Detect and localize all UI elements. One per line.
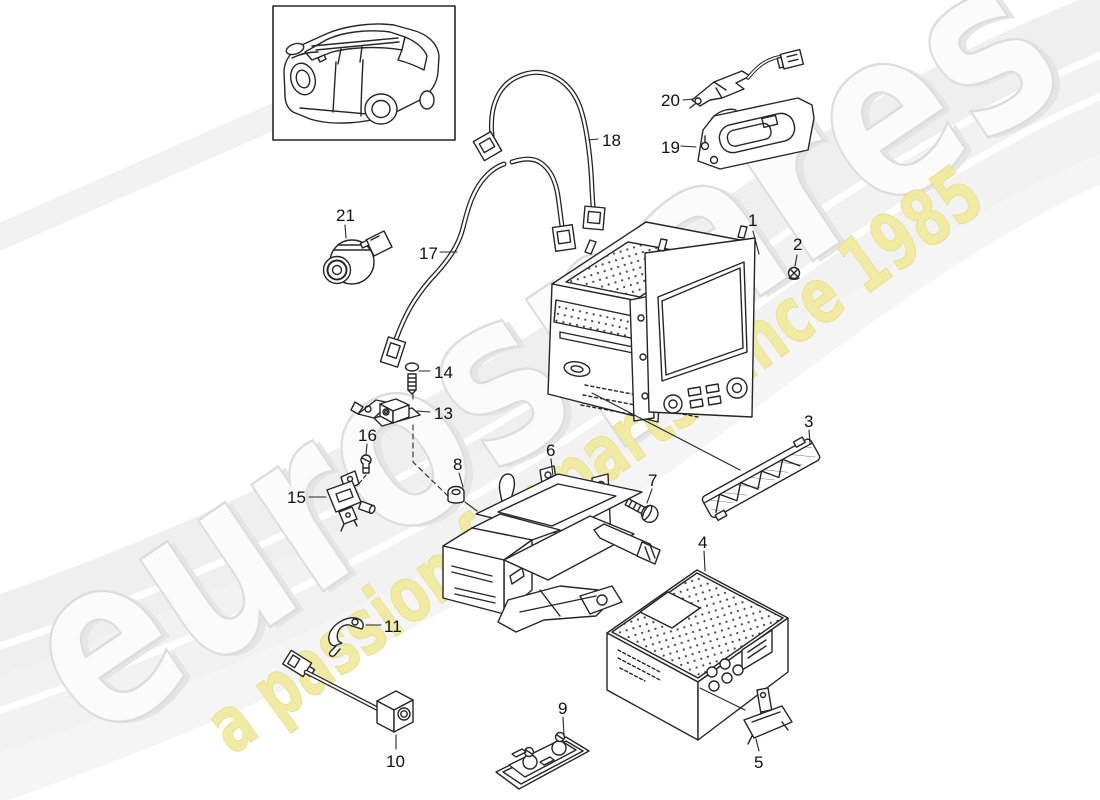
part-bracket-20	[689, 48, 805, 109]
part-camera-cable-10	[282, 649, 414, 733]
part-label-2[interactable]: 2	[793, 235, 802, 254]
part-label-4[interactable]: 4	[698, 533, 707, 552]
part-label-20[interactable]: 20	[661, 91, 680, 110]
part-label-15[interactable]: 15	[287, 488, 306, 507]
part-label-7[interactable]: 7	[648, 471, 657, 490]
diagram-layer	[272, 5, 821, 790]
part-label-21[interactable]: 21	[336, 206, 355, 225]
part-label-1[interactable]: 1	[748, 211, 757, 230]
part-control-module-19	[697, 97, 815, 170]
part-label-8[interactable]: 8	[453, 455, 462, 474]
part-label-19[interactable]: 19	[661, 138, 680, 157]
part-label-6[interactable]: 6	[546, 441, 555, 460]
part-label-5[interactable]: 5	[754, 753, 763, 772]
part-trim-strip-3	[701, 436, 821, 522]
leader-lines	[308, 98, 811, 752]
part-screw-2	[787, 266, 801, 281]
part-mounting-bracket-6	[442, 465, 661, 633]
part-screw-14	[404, 362, 420, 395]
car-icon	[283, 23, 440, 125]
labels-layer: 1 2 3 4 5 6 7 8 9 10 11 13 14 15 16 17 1…	[287, 91, 813, 772]
part-module-13	[350, 398, 421, 427]
part-bracket-15	[326, 470, 376, 532]
part-video-cable-17	[379, 156, 577, 368]
part-bracket-5	[743, 687, 793, 745]
part-label-3[interactable]: 3	[804, 412, 813, 431]
part-label-9[interactable]: 9	[558, 699, 567, 718]
part-screw-7	[624, 497, 659, 524]
part-grommet-8	[447, 485, 465, 504]
part-screw-16	[360, 454, 372, 474]
part-hook-bracket-11	[328, 617, 364, 657]
part-label-11[interactable]: 11	[384, 617, 402, 636]
vehicle-thumbnail	[272, 5, 456, 141]
part-interior-light-9	[495, 731, 590, 790]
part-rear-camera-21	[322, 230, 393, 285]
part-head-unit-1	[547, 221, 757, 423]
part-label-16[interactable]: 16	[358, 426, 377, 445]
part-label-17[interactable]: 17	[419, 244, 438, 263]
part-label-14[interactable]: 14	[434, 363, 453, 382]
part-label-10[interactable]: 10	[386, 752, 405, 771]
part-antenna-cable-18	[472, 70, 606, 231]
part-label-18[interactable]: 18	[602, 131, 621, 150]
part-label-13[interactable]: 13	[434, 404, 453, 423]
part-tuner-box-4	[606, 569, 789, 741]
